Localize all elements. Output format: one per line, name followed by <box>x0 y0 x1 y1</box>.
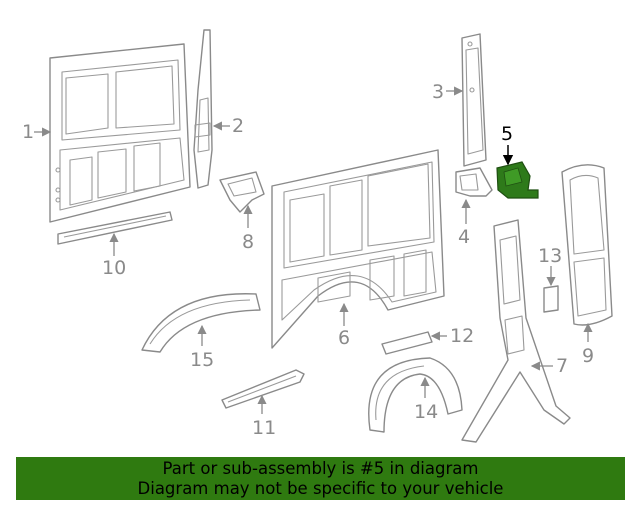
svg-text:3: 3 <box>432 81 444 103</box>
svg-text:7: 7 <box>556 355 568 377</box>
svg-text:2: 2 <box>232 115 244 137</box>
banner-line-1: Part or sub-assembly is #5 in diagram <box>162 458 479 478</box>
callout-8: 8 <box>242 204 254 253</box>
svg-text:5: 5 <box>501 123 513 145</box>
svg-text:13: 13 <box>538 245 562 267</box>
part-5-highlighted <box>496 161 539 199</box>
part-9-right-panel <box>561 164 613 326</box>
callout-10: 10 <box>102 232 126 279</box>
callout-5: 5 <box>501 123 514 166</box>
part-4-bracket <box>455 167 493 197</box>
part-1-side-panel <box>49 43 191 223</box>
part-3-pillar <box>461 33 487 167</box>
parts-diagram: 1 2 3 4 5 6 7 8 9 10 11 12 <box>22 29 613 443</box>
callout-7: 7 <box>530 355 568 377</box>
svg-text:1: 1 <box>22 121 34 143</box>
callout-6: 6 <box>338 302 350 349</box>
part-15-arch-liner <box>141 293 261 353</box>
svg-text:6: 6 <box>338 327 350 349</box>
banner-line-2: Diagram may not be specific to your vehi… <box>137 478 504 498</box>
svg-text:15: 15 <box>190 349 214 371</box>
callout-12: 12 <box>430 325 474 347</box>
callout-4: 4 <box>458 198 471 248</box>
part-11-rocker <box>221 369 305 409</box>
callout-13: 13 <box>538 245 562 287</box>
svg-text:14: 14 <box>414 401 438 423</box>
svg-text:10: 10 <box>102 257 126 279</box>
part-14-wheelhouse <box>368 357 463 433</box>
part-8-bracket <box>219 171 265 213</box>
part-10-rocker <box>57 211 173 245</box>
svg-text:9: 9 <box>582 345 594 367</box>
svg-text:12: 12 <box>450 325 474 347</box>
callout-3: 3 <box>432 81 464 103</box>
svg-text:11: 11 <box>252 417 276 439</box>
svg-text:8: 8 <box>242 231 254 253</box>
part-13-patch <box>543 285 559 313</box>
part-12-plate <box>381 331 433 355</box>
part-7-inner-pillar <box>461 219 571 443</box>
callout-9: 9 <box>582 322 594 367</box>
callout-15: 15 <box>190 324 214 371</box>
info-banner: Part or sub-assembly is #5 in diagram Di… <box>16 457 625 500</box>
callout-1: 1 <box>22 121 52 143</box>
part-2-pillar <box>193 29 213 189</box>
callout-2: 2 <box>212 115 244 137</box>
svg-text:4: 4 <box>458 226 470 248</box>
callout-14: 14 <box>414 376 438 423</box>
part-6-center-panel <box>271 149 445 349</box>
callout-11: 11 <box>252 394 276 439</box>
